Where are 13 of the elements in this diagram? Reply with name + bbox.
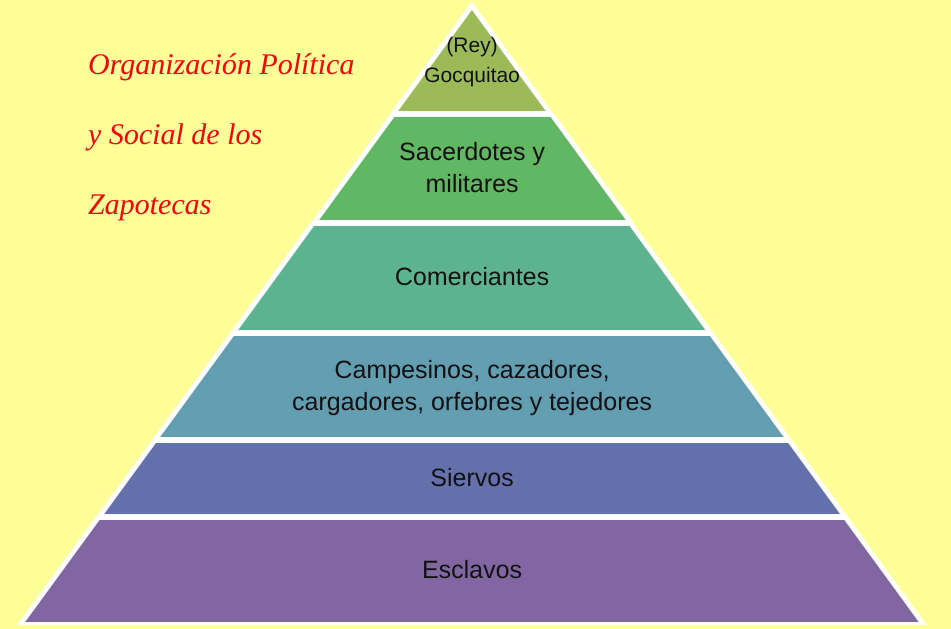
pyramid-tier	[310, 114, 634, 223]
pyramid-tier	[230, 223, 714, 333]
tier-label: Sacerdotes y militares	[398, 137, 546, 200]
pyramid-tier	[96, 440, 848, 517]
tier-label: (Rey) Gocquitao	[423, 33, 521, 88]
pyramid-tier	[17, 517, 927, 625]
tier-label: Campesinos, cazadores, cargadores, orfebres y tejedores	[291, 355, 653, 418]
tier-label: Siervos	[429, 462, 515, 494]
tier-label: Esclavos	[420, 555, 523, 586]
pyramid-tier	[152, 333, 792, 440]
pyramid-tier	[390, 0, 554, 114]
tier-label: Comerciantes	[394, 262, 550, 294]
title: Organización Política y Social de los Zapotecas	[88, 30, 366, 240]
